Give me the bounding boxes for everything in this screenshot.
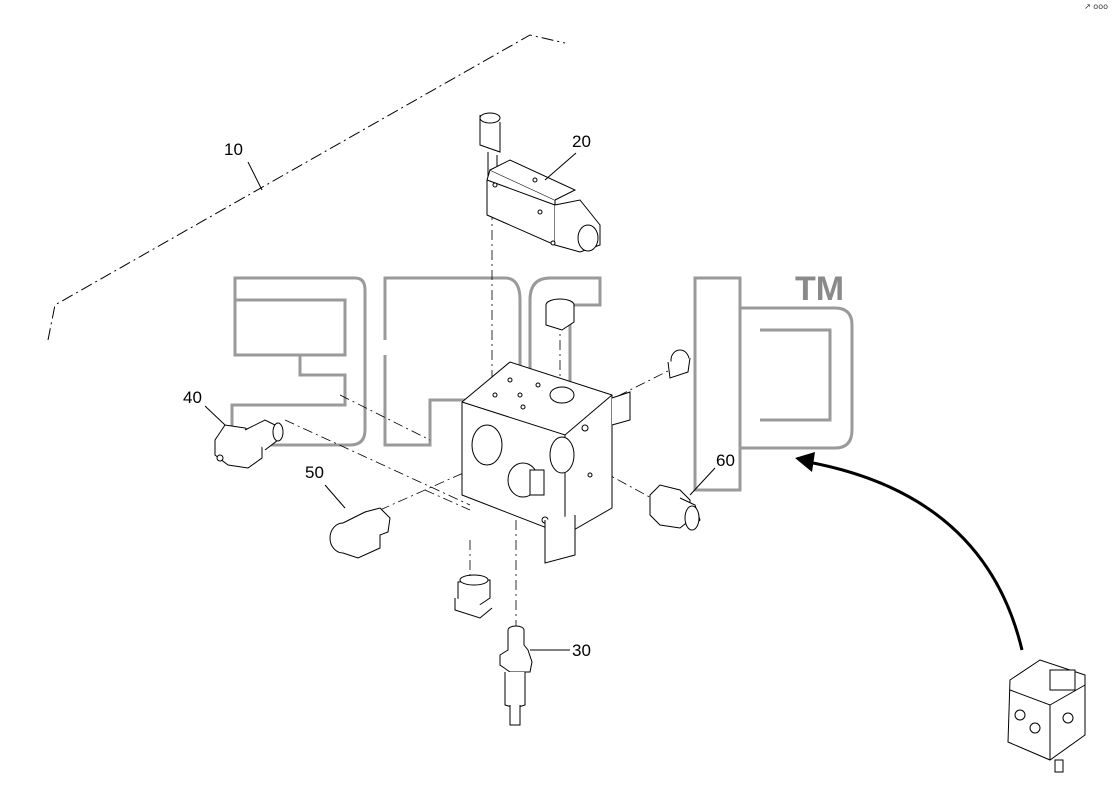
plug-lower [454, 574, 493, 619]
fitting-60 [649, 484, 701, 531]
plug-upper [545, 298, 575, 331]
watermark-logo [230, 276, 854, 492]
fitting-bottom [499, 625, 533, 726]
location-thumbnail [1007, 659, 1086, 773]
corner-mark: ↗ ooo [1084, 2, 1108, 11]
callout-labels: 10 20 30 40 50 60 [183, 132, 735, 660]
solenoid-valve [479, 112, 601, 253]
fitting-50 [329, 507, 391, 559]
location-arrow [795, 452, 1024, 651]
fitting-40 [214, 419, 284, 469]
valve-block [461, 361, 631, 564]
callout-10: 10 [224, 140, 243, 159]
leader-lines [204, 152, 716, 651]
callout-20: 20 [572, 132, 591, 151]
assembly-centerlines [284, 190, 671, 640]
plug-right [667, 349, 691, 379]
callout-60: 60 [716, 451, 735, 470]
callout-30: 30 [572, 641, 591, 660]
trademark-symbol: TM [795, 270, 844, 308]
callout-40: 40 [183, 388, 202, 407]
assembly-outline [47, 34, 566, 341]
callout-50: 50 [305, 463, 324, 482]
